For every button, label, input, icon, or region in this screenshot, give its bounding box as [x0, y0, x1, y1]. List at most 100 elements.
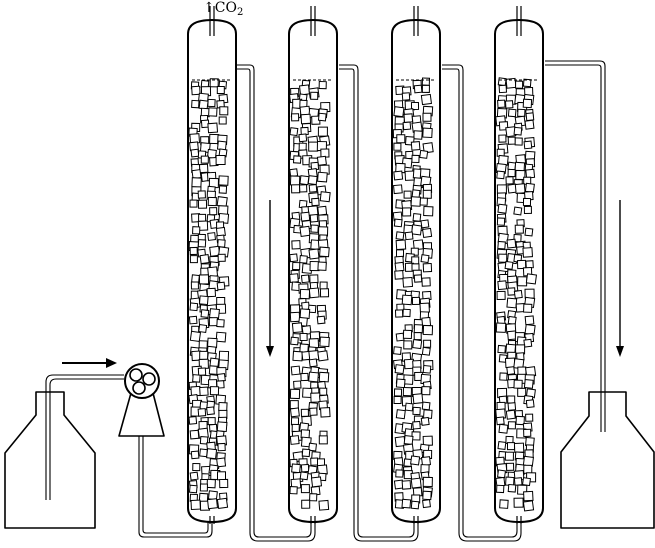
packing-particle	[413, 84, 423, 94]
packing-particle	[291, 113, 300, 122]
packing-particle	[395, 469, 404, 478]
packing-particle	[513, 442, 525, 453]
packing-particle	[289, 435, 300, 445]
packing-particle	[197, 367, 207, 376]
packing-particle	[497, 344, 507, 354]
packing-particle	[401, 294, 413, 306]
packing-particle	[504, 451, 514, 461]
packing-particle	[189, 471, 199, 481]
packing-particle	[318, 81, 327, 90]
packing-particle	[307, 304, 317, 314]
packing-particle	[198, 163, 209, 174]
packing-particle	[420, 219, 430, 229]
packing-particle	[497, 240, 506, 250]
packing-particle	[299, 471, 309, 481]
packing-particle	[395, 378, 406, 389]
packing-particle	[319, 246, 330, 258]
packing-particle	[197, 199, 208, 209]
packing-particle	[309, 407, 318, 416]
packing-particle	[497, 99, 506, 109]
packing-particle	[412, 213, 422, 222]
packing-particle	[513, 477, 523, 486]
packing-particle	[189, 199, 198, 208]
packing-particle	[505, 176, 514, 185]
packing-particle	[198, 213, 207, 222]
packing-particle	[401, 498, 412, 509]
packing-particle	[290, 336, 299, 346]
packing-particle	[396, 134, 406, 144]
packing-particle	[420, 254, 430, 264]
packing-particle	[524, 227, 534, 237]
packing-particle	[522, 500, 535, 512]
packing-particle	[198, 295, 209, 306]
packing-particle	[292, 261, 301, 271]
packing-particle	[402, 276, 414, 288]
packing-particle	[403, 190, 412, 199]
packing-particle	[319, 336, 330, 348]
packing-particle	[200, 155, 209, 164]
packing-particle	[300, 372, 309, 382]
packing-particle	[422, 476, 433, 488]
packing-particle	[291, 463, 301, 474]
column-4	[494, 6, 544, 524]
packing-particle	[403, 113, 414, 123]
packing-particle	[192, 463, 201, 472]
packing-particle	[293, 380, 302, 389]
packing-particle	[206, 448, 218, 460]
packing-particle	[523, 378, 534, 389]
columns	[187, 6, 544, 524]
collection-bottle	[560, 391, 655, 529]
packing-particle	[207, 122, 219, 134]
transfer-tube-2-3	[339, 64, 419, 542]
packing-particle	[394, 270, 404, 280]
packing-particle	[403, 340, 413, 350]
packing-particle	[290, 365, 301, 376]
packing-particle	[507, 421, 516, 430]
packing-particle	[410, 141, 421, 151]
packing-particle	[300, 463, 310, 473]
packing-particle	[524, 288, 535, 299]
packing-particle	[217, 471, 226, 481]
packing-particle	[218, 350, 230, 362]
flow-arrow-down-right	[616, 200, 624, 357]
packing-particle	[523, 140, 533, 150]
up-arrow-icon: ↑	[203, 0, 215, 16]
packing-particle	[192, 226, 201, 235]
feed-tube	[45, 374, 124, 500]
packing-particle	[525, 399, 535, 409]
packing-particle	[198, 99, 209, 110]
packing-particle	[421, 84, 430, 93]
packing-particle	[216, 318, 225, 328]
packing-particle	[197, 239, 207, 248]
packing-particle	[308, 287, 320, 299]
packing-particle	[190, 450, 200, 460]
packing-particle	[216, 421, 228, 433]
packing-particle	[206, 478, 216, 489]
packing-particle	[393, 218, 403, 228]
packing-particle	[393, 184, 403, 195]
packing-particle	[498, 84, 508, 94]
packing-particle	[497, 280, 508, 291]
packing-particle	[189, 302, 199, 312]
packing-particle	[218, 175, 229, 186]
packing-particle	[299, 225, 311, 238]
packing-particle	[422, 499, 431, 509]
packing-particle	[413, 274, 423, 283]
packing-particle	[522, 197, 532, 207]
packing-particle	[219, 478, 229, 489]
packing-particle	[402, 121, 412, 131]
packing-particle	[410, 101, 420, 111]
packing-particle	[515, 415, 525, 426]
packing-particle	[310, 457, 319, 466]
packing-particle	[191, 274, 200, 284]
packing-particle	[198, 274, 210, 285]
packing-particle	[402, 207, 412, 217]
packing-particle	[498, 423, 509, 434]
packing-particle	[524, 119, 535, 130]
packing-particle	[308, 141, 319, 152]
packing-particle	[189, 255, 198, 264]
packing-particle	[393, 346, 402, 355]
packing-particle	[410, 477, 422, 489]
packing-particle	[217, 253, 226, 262]
